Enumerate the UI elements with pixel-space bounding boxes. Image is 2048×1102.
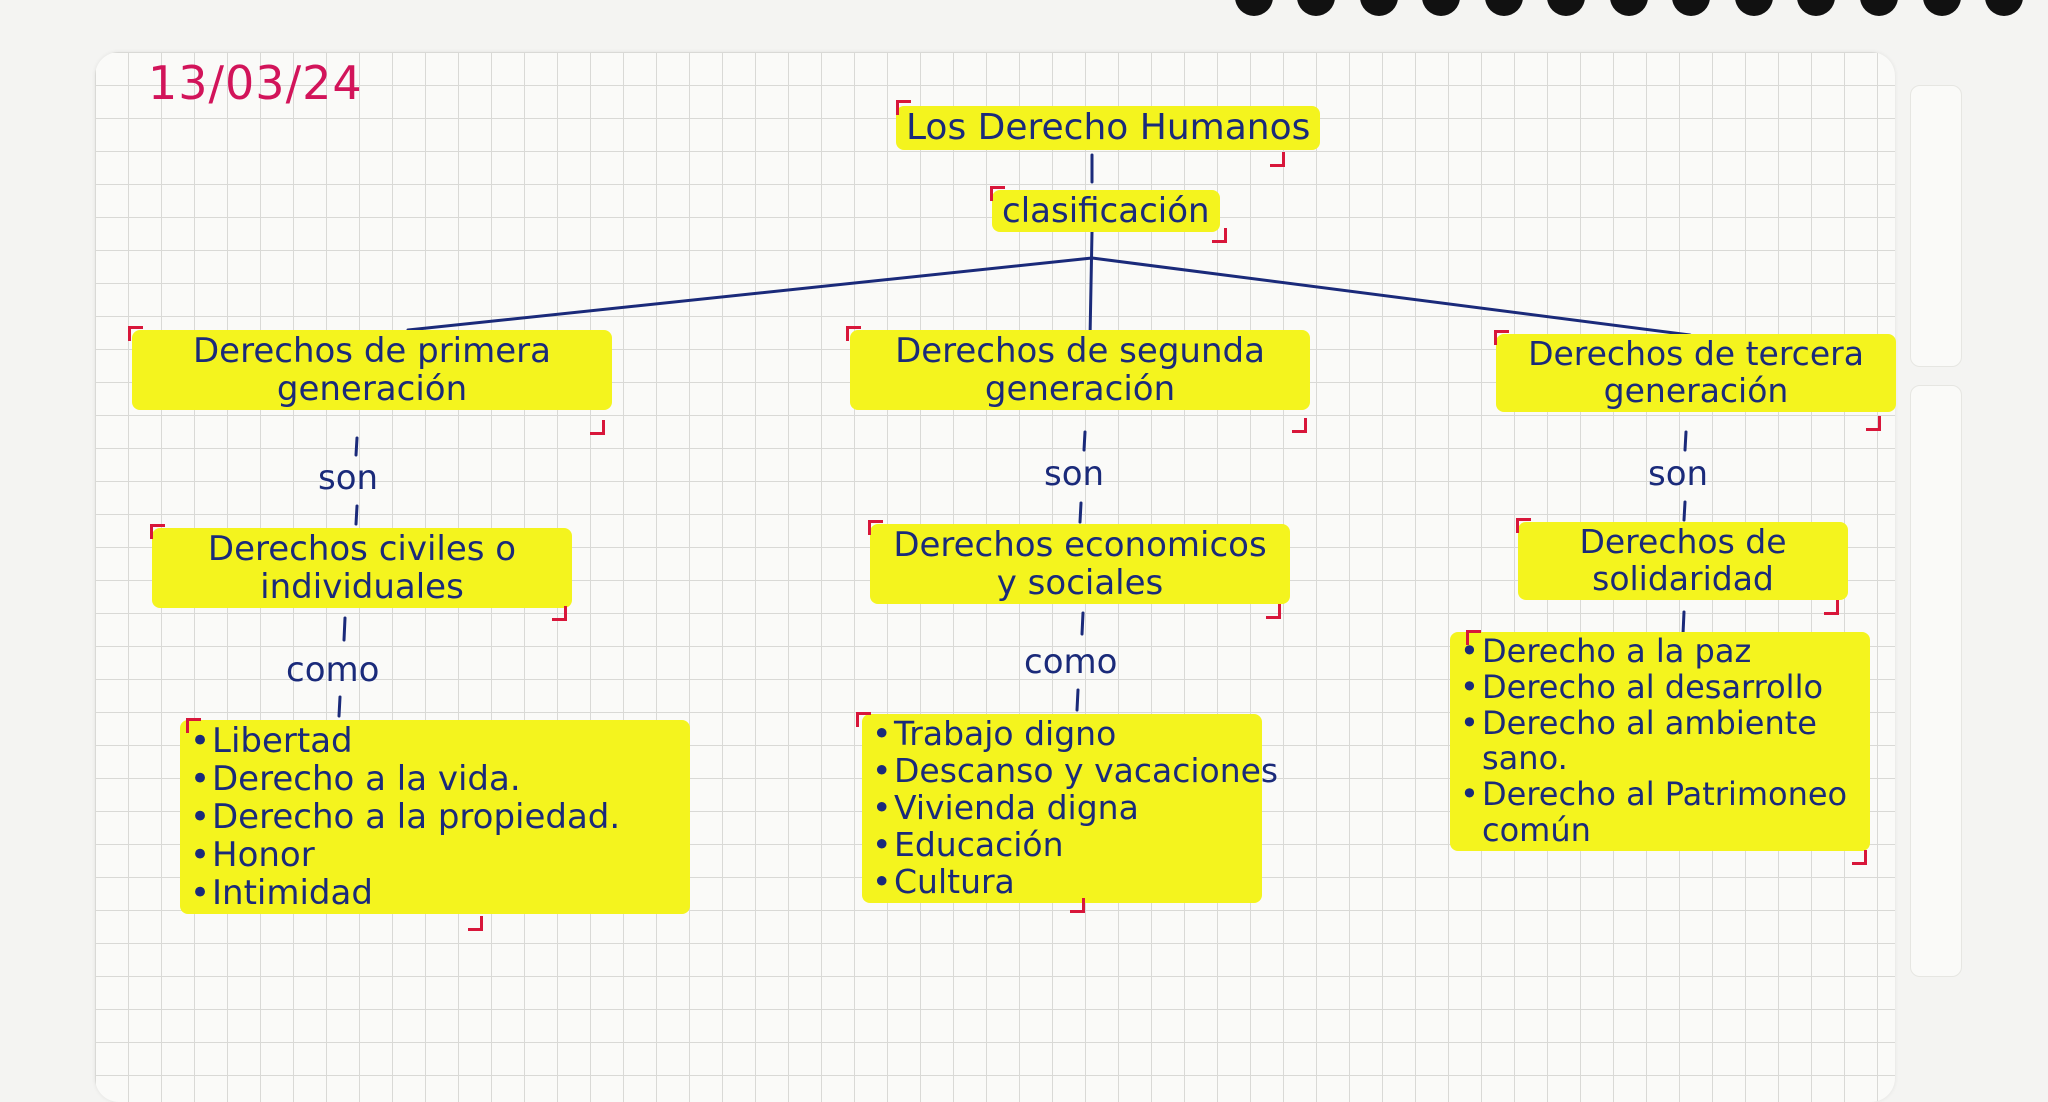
list-item: Intimidad xyxy=(190,874,680,912)
bracket-mark xyxy=(990,186,1005,201)
generation-2-node: Derechos de segunda generación xyxy=(850,330,1310,411)
connector-lines xyxy=(337,153,1692,718)
bracket-mark xyxy=(1466,630,1481,645)
bracket-mark xyxy=(552,606,567,621)
bracket-mark xyxy=(856,712,871,727)
group-3-node: Derechos de solidaridad xyxy=(1518,522,1848,600)
list-item: Educación xyxy=(872,826,1252,864)
bracket-mark xyxy=(1824,600,1839,615)
binder-dot xyxy=(1923,0,1961,16)
bracket-mark xyxy=(1270,152,1285,167)
group-2-node: Derechos economicos y sociales xyxy=(870,524,1290,605)
list-item: Derecho a la propiedad. xyxy=(190,798,680,836)
list-item: Vivienda digna xyxy=(872,789,1252,827)
bracket-mark xyxy=(1266,604,1281,619)
binder-dot xyxy=(1360,0,1398,16)
list-item: Derecho al desarrollo xyxy=(1460,669,1860,706)
bracket-mark xyxy=(896,100,911,115)
binder-dot xyxy=(1735,0,1773,16)
root-label: Los Derecho Humanos xyxy=(906,107,1311,148)
list-item: Honor xyxy=(190,836,680,874)
connector-son-1: son xyxy=(318,458,379,498)
items-3-list: Derecho a la paz Derecho al desarrollo D… xyxy=(1460,633,1860,849)
connector-son-3: son xyxy=(1648,454,1709,494)
list-item: Trabajo digno xyxy=(872,715,1252,753)
binder-dot xyxy=(1797,0,1835,16)
list-item: Libertad xyxy=(190,722,680,760)
list-item: Descanso y vacaciones xyxy=(872,752,1278,790)
generation-3-node: Derechos de tercera generación xyxy=(1496,334,1896,412)
bracket-mark xyxy=(1212,228,1227,243)
date-label: 13/03/24 xyxy=(148,56,363,110)
binder-dot xyxy=(1860,0,1898,16)
bracket-mark xyxy=(128,326,143,341)
group-3-label: Derechos de solidaridad xyxy=(1579,522,1787,598)
classification-node: clasificación xyxy=(992,190,1220,233)
binder-dot xyxy=(1485,0,1523,16)
items-2-node: Trabajo digno Descanso y vacaciones Vivi… xyxy=(862,714,1278,903)
items-1-list: Libertad Derecho a la vida. Derecho a la… xyxy=(190,722,680,913)
binder-dot xyxy=(1547,0,1585,16)
bracket-mark xyxy=(1866,416,1881,431)
bracket-mark xyxy=(1852,850,1867,865)
connector-como-2: como xyxy=(1024,642,1118,682)
bracket-mark xyxy=(1070,898,1085,913)
bracket-mark xyxy=(186,718,201,733)
list-item: Cultura xyxy=(872,863,1252,901)
list-item: Derecho al Patrimoneo común xyxy=(1460,776,1860,849)
connector-son-2: son xyxy=(1044,454,1105,494)
generation-1-title: Derechos de primera generación xyxy=(193,331,551,410)
bracket-mark xyxy=(1494,330,1509,345)
bracket-mark xyxy=(150,524,165,539)
group-1-node: Derechos civiles o individuales xyxy=(152,528,572,609)
bracket-mark xyxy=(868,520,883,535)
classification-label: clasificación xyxy=(1002,191,1210,231)
root-node: Los Derecho Humanos xyxy=(896,106,1321,151)
list-item: Derecho a la paz xyxy=(1460,633,1860,670)
binder-dot xyxy=(1672,0,1710,16)
side-tab xyxy=(1910,385,1962,977)
bracket-mark xyxy=(468,916,483,931)
binder-dot xyxy=(1235,0,1273,16)
binder-dot xyxy=(1985,0,2023,16)
generation-3-title: Derechos de tercera generación xyxy=(1528,334,1864,410)
list-item: Derecho a la vida. xyxy=(190,760,680,798)
connector-como-1: como xyxy=(286,650,380,690)
bracket-mark xyxy=(1516,518,1531,533)
bracket-mark xyxy=(590,420,605,435)
bracket-mark xyxy=(846,326,861,341)
items-1-node: Libertad Derecho a la vida. Derecho a la… xyxy=(180,720,690,915)
generation-2-title: Derechos de segunda generación xyxy=(895,331,1265,410)
side-tab xyxy=(1910,85,1962,367)
binder-dot xyxy=(1297,0,1335,16)
bracket-mark xyxy=(1292,418,1307,433)
binder-dot xyxy=(1422,0,1460,16)
group-2-label: Derechos economicos y sociales xyxy=(893,525,1267,604)
list-item: Derecho al ambiente sano. xyxy=(1460,705,1860,778)
items-2-list: Trabajo digno Descanso y vacaciones Vivi… xyxy=(872,715,1278,901)
binder-dot xyxy=(1610,0,1648,16)
group-1-label: Derechos civiles o individuales xyxy=(207,529,517,608)
generation-1-node: Derechos de primera generación xyxy=(132,330,612,411)
items-3-node: Derecho a la paz Derecho al desarrollo D… xyxy=(1450,632,1870,851)
